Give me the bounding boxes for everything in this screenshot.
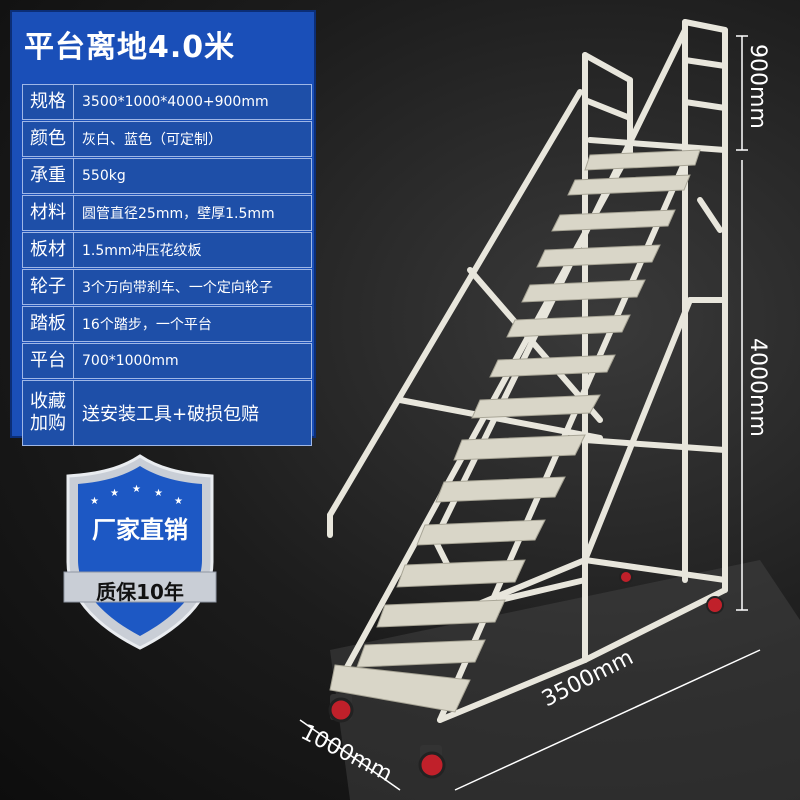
spec-row-favorite: 收藏 加购 送安装工具+破损包赔 xyxy=(22,380,312,446)
svg-text:★: ★ xyxy=(132,484,141,495)
dimension-height-label: 4000mm xyxy=(745,338,770,437)
spec-panel: 平台离地4.0米 规格 3500*1000*4000+900mm 颜色 灰白、蓝… xyxy=(10,10,316,446)
spec-key: 平台 xyxy=(22,343,74,379)
spec-row-wheels: 轮子 3个万向带刹车、一个定向轮子 xyxy=(22,269,312,305)
svg-text:★: ★ xyxy=(154,488,163,499)
spec-key: 板材 xyxy=(22,232,74,268)
spec-key: 材料 xyxy=(22,195,74,231)
spec-row-platform: 平台 700*1000mm xyxy=(22,343,312,379)
spec-value: 16个踏步，一个平台 xyxy=(74,306,312,342)
spec-key: 收藏 加购 xyxy=(22,380,74,446)
spec-key: 颜色 xyxy=(22,121,74,157)
spec-key: 踏板 xyxy=(22,306,74,342)
spec-value: 圆管直径25mm，壁厚1.5mm xyxy=(74,195,312,231)
spec-row-steps: 踏板 16个踏步，一个平台 xyxy=(22,306,312,342)
spec-table: 规格 3500*1000*4000+900mm 颜色 灰白、蓝色（可定制） 承重… xyxy=(22,84,312,447)
spec-key: 规格 xyxy=(22,84,74,120)
spec-row-size: 规格 3500*1000*4000+900mm xyxy=(22,84,312,120)
spec-value: 送安装工具+破损包赔 xyxy=(74,380,312,446)
spec-value: 灰白、蓝色（可定制） xyxy=(74,121,312,157)
spec-value: 1.5mm冲压花纹板 xyxy=(74,232,312,268)
badge-warranty: 质保10年 xyxy=(96,580,184,604)
spec-row-material: 材料 圆管直径25mm，壁厚1.5mm xyxy=(22,195,312,231)
spec-value: 3个万向带刹车、一个定向轮子 xyxy=(74,269,312,305)
spec-row-load: 承重 550kg xyxy=(22,158,312,194)
spec-value: 700*1000mm xyxy=(74,343,312,379)
spec-row-plate: 板材 1.5mm冲压花纹板 xyxy=(22,232,312,268)
badge-factory-direct: 厂家直销 xyxy=(92,516,188,544)
spec-key: 承重 xyxy=(22,158,74,194)
guarantee-shield-badge: ★ ★ ★ ★ ★ xyxy=(63,454,217,650)
spec-value: 550kg xyxy=(74,158,312,194)
svg-text:★: ★ xyxy=(110,488,119,499)
svg-text:★: ★ xyxy=(90,496,99,507)
svg-text:★: ★ xyxy=(174,496,183,507)
dimension-guardrail-label: 900mm xyxy=(745,44,770,129)
page-title: 平台离地4.0米 xyxy=(24,30,236,65)
spec-value: 3500*1000*4000+900mm xyxy=(74,84,312,120)
spec-row-color: 颜色 灰白、蓝色（可定制） xyxy=(22,121,312,157)
spec-key: 轮子 xyxy=(22,269,74,305)
